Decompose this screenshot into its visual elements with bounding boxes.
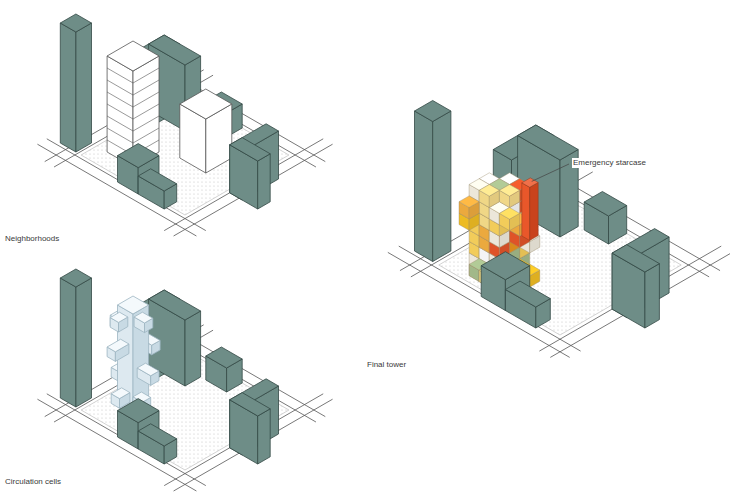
l-building (230, 138, 271, 161)
tall-slab-building (76, 23, 92, 152)
emergency-staircase (530, 182, 539, 240)
circulation-cell (110, 312, 128, 322)
l-building (118, 144, 160, 168)
tall-slab-building (76, 278, 92, 407)
tall-slab-building (60, 269, 91, 287)
panel-caption: Circulation cells (4, 477, 62, 487)
l-building (149, 290, 201, 320)
circulation-cell (118, 296, 149, 314)
floor-line (107, 68, 159, 83)
panel-caption: Final tower (366, 360, 407, 370)
l-building (481, 252, 530, 280)
callout-label: Emergency starcase (572, 158, 647, 168)
floor-line (107, 92, 159, 107)
l-building (258, 154, 271, 209)
tall-slab-building (60, 278, 76, 407)
circulation-cell (107, 339, 129, 352)
circulation-cell (137, 363, 159, 376)
site-panel (388, 101, 730, 358)
neighborhood-block (180, 89, 232, 119)
leader-line (532, 164, 569, 181)
tall-slab-building (433, 111, 451, 262)
small-building (206, 347, 242, 368)
tower-cell (459, 196, 479, 208)
panel-caption: Neighborhoods (4, 234, 60, 244)
l-building (258, 409, 271, 464)
neighborhood-stack (107, 41, 159, 71)
l-building (118, 399, 160, 423)
tall-slab-building (60, 14, 91, 32)
l-building (518, 125, 579, 160)
l-building (138, 169, 177, 191)
floor-line (107, 128, 159, 143)
tower-cell (479, 185, 499, 197)
small-building (584, 192, 627, 217)
emergency-staircase (522, 183, 530, 241)
tower-cell (499, 185, 519, 197)
tall-slab-building (415, 101, 451, 122)
site-panel (37, 269, 332, 491)
circulation-cell (134, 312, 153, 323)
tall-slab-building (60, 23, 76, 152)
floor-line (107, 80, 159, 95)
l-building (138, 424, 177, 446)
floor-line (107, 116, 159, 131)
site-panel (37, 14, 332, 236)
l-building (230, 393, 271, 416)
l-building (505, 281, 550, 307)
l-building (185, 311, 201, 386)
l-building (612, 245, 659, 272)
tower-cell (499, 208, 519, 220)
floor-line (107, 104, 159, 119)
tall-slab-building (415, 111, 433, 262)
circulation-cell (111, 388, 130, 399)
l-building (645, 264, 660, 328)
